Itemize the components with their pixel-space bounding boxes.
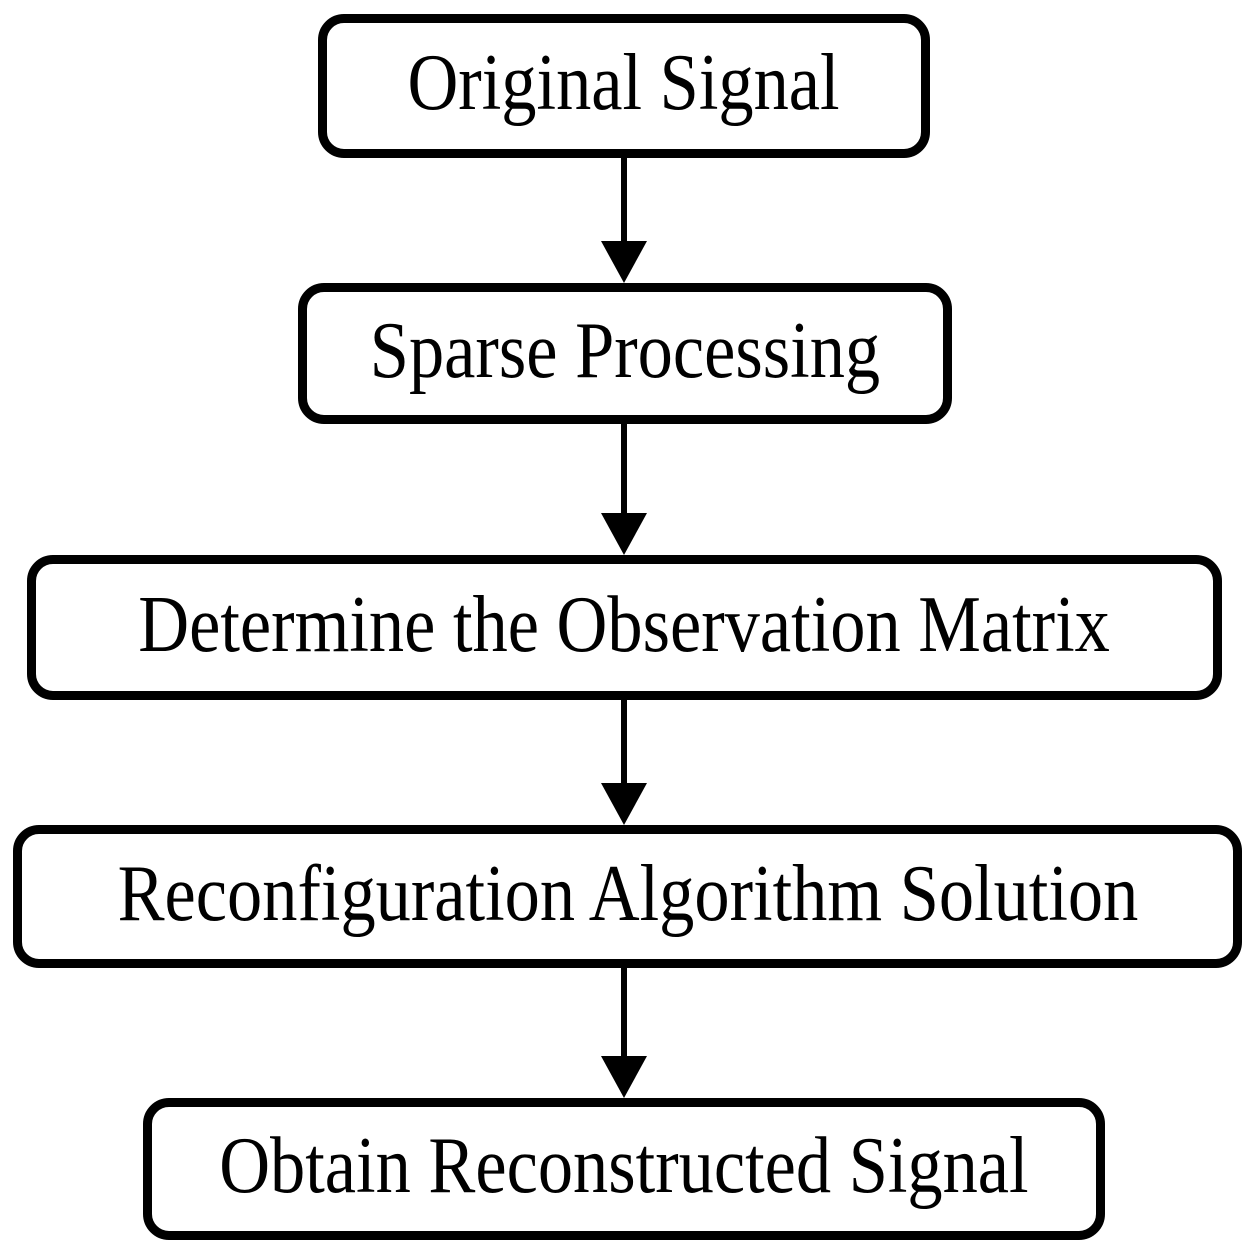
flowchart-node-reconfiguration-algorithm-solution: Reconfiguration Algorithm Solution <box>13 825 1242 968</box>
flowchart-node-determine-observation-matrix: Determine the Observation Matrix <box>27 555 1222 700</box>
flowchart-node-obtain-reconstructed-signal: Obtain Reconstructed Signal <box>143 1098 1105 1240</box>
node-label-sparse-processing: Sparse Processing <box>369 306 881 395</box>
flowchart-node-sparse-processing: Sparse Processing <box>298 283 952 424</box>
arrowhead-down-icon <box>601 783 647 825</box>
arrow-shaft <box>621 157 627 241</box>
arrow-down-icon <box>601 424 647 555</box>
node-label-determine-observation-matrix: Determine the Observation Matrix <box>138 580 1111 669</box>
arrow-down-icon <box>601 157 647 283</box>
arrowhead-down-icon <box>601 241 647 283</box>
node-label-reconfiguration-algorithm-solution: Reconfiguration Algorithm Solution <box>117 849 1138 938</box>
arrow-shaft <box>621 424 627 513</box>
arrow-down-icon <box>601 967 647 1098</box>
node-label-original-signal: Original Signal <box>407 39 841 127</box>
arrowhead-down-icon <box>601 1056 647 1098</box>
arrow-shaft <box>621 699 627 783</box>
arrow-shaft <box>621 967 627 1056</box>
flowchart-node-original-signal: Original Signal <box>318 14 930 158</box>
arrow-down-icon <box>601 699 647 825</box>
node-label-obtain-reconstructed-signal: Obtain Reconstructed Signal <box>219 1122 1029 1210</box>
arrowhead-down-icon <box>601 513 647 555</box>
